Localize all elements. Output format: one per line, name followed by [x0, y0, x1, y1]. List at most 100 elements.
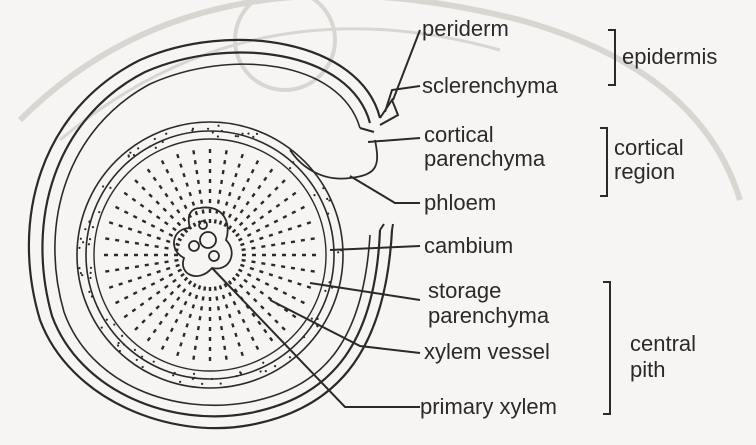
phloem-dot: [136, 359, 138, 361]
phloem-dot: [207, 128, 209, 130]
phloem-dot: [78, 247, 80, 249]
phloem-dot: [84, 228, 86, 230]
phloem-dot: [192, 378, 194, 380]
phloem-dot: [327, 213, 329, 215]
phloem-dot: [217, 135, 219, 137]
label-xylem-vessel: xylem vessel: [424, 341, 550, 363]
label-periderm: periderm: [422, 18, 509, 40]
phloem-dot: [211, 378, 213, 380]
phloem-dot: [303, 336, 305, 338]
ray-line: [192, 144, 205, 223]
phloem-dot: [247, 132, 249, 134]
ray-line: [110, 270, 181, 306]
periderm-layer: [29, 40, 392, 428]
phloem-dot: [89, 277, 91, 279]
phloem-dot: [90, 267, 92, 269]
ray-line: [159, 284, 195, 355]
phloem-dot: [317, 318, 319, 320]
phloem-dot: [127, 154, 129, 156]
phloem-dot: [155, 147, 157, 149]
phloem-dot: [217, 125, 219, 127]
group-epidermis: epidermis: [622, 45, 717, 68]
group-cortical-region-line1: cortical: [614, 136, 684, 159]
group-central-pith-line2: pith: [630, 358, 665, 381]
phloem-dot: [172, 374, 174, 376]
label-storage-parenchyma-line1: storage: [428, 280, 501, 302]
phloem-dot: [237, 135, 239, 137]
phloem-dot: [337, 251, 339, 253]
phloem-dot: [154, 138, 156, 140]
phloem-dot: [252, 136, 254, 138]
label-primary-xylem: primary xylem: [420, 396, 557, 418]
phloem-dot: [88, 221, 90, 223]
phloem-dot: [80, 238, 82, 240]
cortical-parenchyma: [77, 122, 377, 388]
phloem-dot: [241, 133, 243, 135]
group-cortical-region-line2: region: [614, 160, 675, 183]
phloem-dot: [113, 323, 115, 325]
phloem-dot: [102, 185, 104, 187]
phloem-dot: [235, 375, 237, 377]
phloem-dot: [239, 371, 241, 373]
primary-xylem-core: [174, 207, 232, 276]
phloem-dot: [123, 343, 125, 345]
phloem-dot: [274, 365, 276, 367]
phloem-dot: [118, 342, 120, 344]
phloem-dot: [162, 141, 164, 143]
label-cambium: cambium: [424, 235, 513, 257]
phloem-dot: [289, 356, 291, 358]
sclerenchyma-layer: [360, 100, 398, 230]
ray-line: [233, 176, 290, 233]
phloem-dot: [80, 272, 82, 274]
phloem-dot: [90, 272, 92, 274]
leader-lines: [212, 30, 420, 407]
label-cortical-parenchyma-line2: parenchyma: [424, 148, 545, 170]
ray-line: [110, 204, 181, 240]
ray-line: [215, 144, 228, 223]
phloem-dot: [313, 194, 315, 196]
phloem-dot: [142, 366, 144, 368]
label-phloem: phloem: [424, 192, 496, 214]
phloem-dot: [133, 154, 135, 156]
group-central-pith-line1: central: [630, 332, 696, 355]
phloem-dot: [149, 145, 151, 147]
phloem-dot: [101, 326, 103, 328]
ray-line: [225, 155, 261, 226]
phloem-dot: [88, 291, 90, 293]
phloem-dot: [121, 335, 123, 337]
phloem-dot: [179, 381, 181, 383]
ray-line: [242, 237, 321, 250]
ray-line: [225, 284, 261, 355]
ray-line: [131, 176, 188, 233]
ray-line: [239, 204, 310, 240]
phloem-dot: [134, 349, 136, 351]
label-cortical-parenchyma-line1: cortical: [424, 124, 494, 146]
ray-line: [192, 287, 205, 366]
phloem-dot: [117, 344, 119, 346]
phloem-dot: [235, 135, 237, 137]
phloem-dot: [322, 187, 324, 189]
phloem-dot: [109, 187, 111, 189]
phloem-dot: [174, 372, 176, 374]
phloem-dot: [201, 383, 203, 385]
phloem-dot: [328, 199, 330, 201]
phloem-dot: [328, 281, 330, 283]
phloem-dot: [262, 362, 264, 364]
group-brackets: [600, 30, 615, 414]
phloem-dot: [82, 241, 84, 243]
phloem-dot: [324, 290, 326, 292]
phloem-dot: [91, 295, 93, 297]
phloem-dot: [193, 373, 195, 375]
phloem-dot: [256, 133, 258, 135]
phloem-dot: [289, 167, 291, 169]
phloem-dot: [141, 356, 143, 358]
phloem-dot: [98, 211, 100, 213]
phloem-dot: [137, 147, 139, 149]
ray-line: [242, 260, 321, 273]
phloem-dot: [153, 361, 155, 363]
phloem-dot: [129, 152, 131, 154]
phloem-dot: [92, 226, 94, 228]
phloem-dot: [221, 130, 223, 132]
phloem-dot: [292, 161, 294, 163]
phloem-dot: [78, 267, 80, 269]
